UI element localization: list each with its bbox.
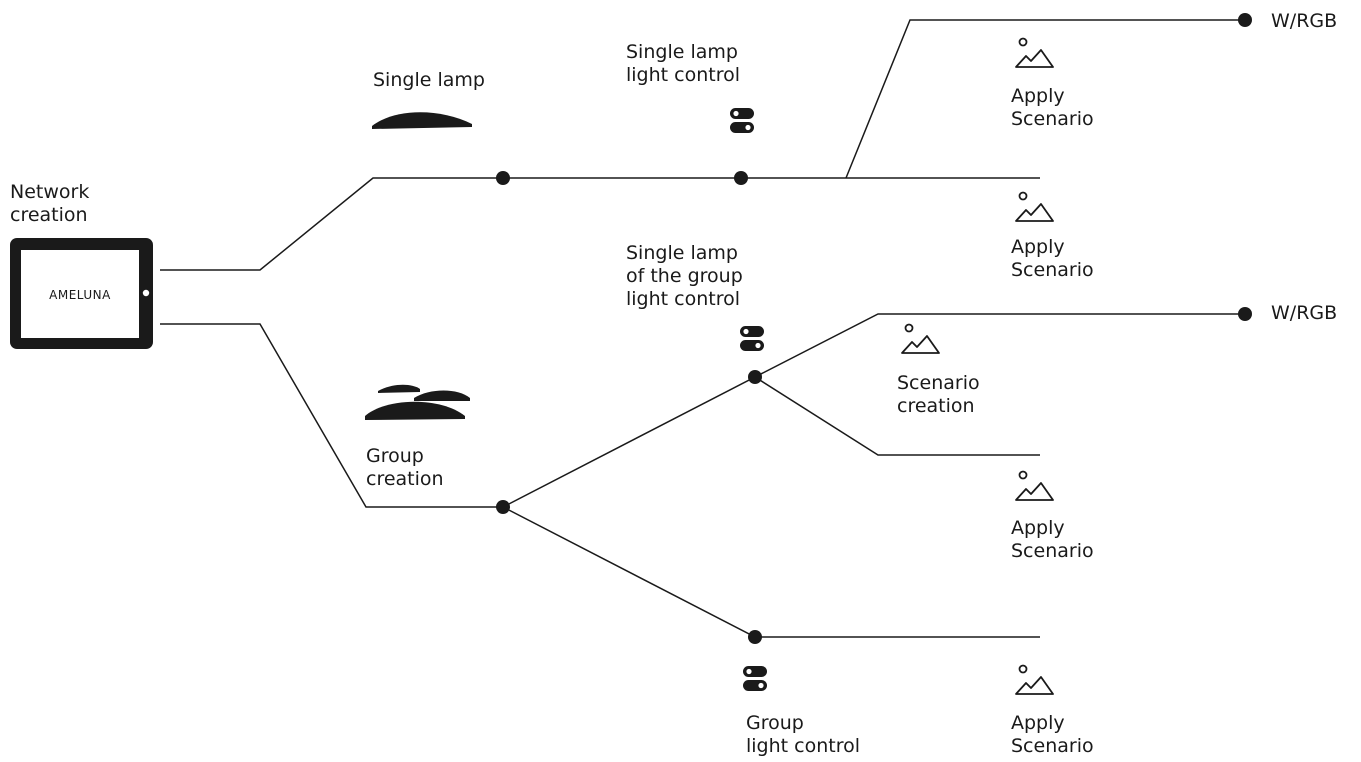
group-to-lamp-control-line [502,376,756,508]
label-group-creation: Group creation [366,445,444,490]
label-apply-scenario: Apply Scenario [1011,712,1094,757]
label-group-light-control: Group light control [746,712,861,757]
label-single-lamp: Single lamp [373,69,485,91]
tablet-to-group-line [160,323,503,508]
label-single-lamp-light-control: Single lamp light control [626,41,741,86]
label-wrgb-bottom: W/RGB [1271,302,1338,324]
nodes [496,13,1252,644]
label-wrgb-top: W/RGB [1271,10,1338,32]
label-network-creation: Network creation [10,181,90,226]
label-scenario-creation: Scenario creation [897,372,980,417]
toggle-switch-icon [740,326,764,351]
label-apply-scenario: Apply Scenario [1011,85,1094,130]
label-apply-scenario: Apply Scenario [1011,517,1094,562]
lamp-control-to-apply-line [754,376,1040,456]
tablet-to-single-lamp-line [160,177,1040,271]
node-single-lamp [496,171,510,185]
group-to-group-control-line [502,506,1040,638]
node-group-light-control [748,630,762,644]
tablet-device-icon: AMELUNA [10,238,153,349]
landscape-scenario-icon [1015,664,1054,695]
landscape-scenario-icon [1015,470,1054,501]
landscape-scenario-icon [901,323,940,354]
node-group-lamp-control [748,370,762,384]
tablet-brand-text: AMELUNA [49,288,111,302]
node-wrgb-top [1238,13,1252,27]
lamp-control-to-wrgb-line [754,313,1245,378]
node-single-lamp-control [734,171,748,185]
toggle-switch-icon [730,108,754,133]
landscape-scenario-icon [1015,191,1054,222]
node-wrgb-bottom [1238,307,1252,321]
label-single-lamp-of-group-control: Single lamp of the group light control [626,242,743,310]
label-apply-scenario: Apply Scenario [1011,236,1094,281]
single-lamp-icon [372,112,472,129]
toggle-switch-icon [743,666,767,691]
landscape-scenario-icon [1015,37,1054,68]
node-group-creation [496,500,510,514]
group-lamps-icon [365,384,470,420]
branch-to-wrgb-top-line [845,19,1245,179]
